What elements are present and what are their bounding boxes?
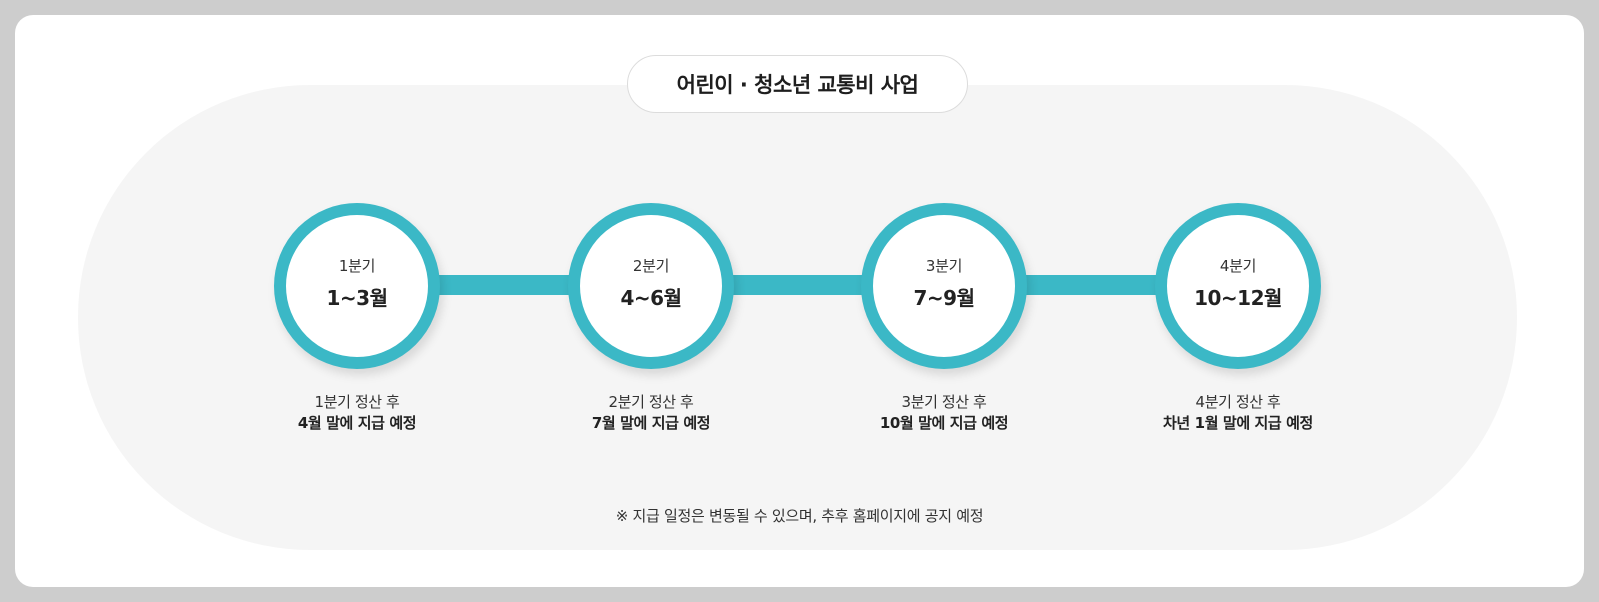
desc-line1: 2분기 정산 후 (608, 393, 694, 411)
timeline-connector (725, 275, 875, 295)
desc-line2: 4월 말에 지급 예정 (297, 414, 417, 432)
desc-line1: 1분기 정산 후 (314, 393, 400, 411)
quarter-description-3: 3분기 정산 후 10월 말에 지급 예정 (824, 392, 1064, 434)
quarter-label: 1분기 (338, 257, 376, 275)
quarter-months: 10~12월 (1194, 286, 1282, 310)
quarter-description-4: 4분기 정산 후 차년 1월 말에 지급 예정 (1118, 392, 1358, 434)
desc-line2: 7월 말에 지급 예정 (591, 414, 711, 432)
quarter-description-2: 2분기 정산 후 7월 말에 지급 예정 (531, 392, 771, 434)
quarter-label: 3분기 (925, 257, 963, 275)
quarter-description-1: 1분기 정산 후 4월 말에 지급 예정 (237, 392, 477, 434)
desc-line1: 3분기 정산 후 (901, 393, 987, 411)
quarter-circle-2: 2분기 4~6월 (568, 203, 734, 369)
quarter-circle-4: 4분기 10~12월 (1155, 203, 1321, 369)
quarter-label: 4분기 (1219, 257, 1257, 275)
desc-line2: 10월 말에 지급 예정 (879, 414, 1009, 432)
footnote: ※ 지급 일정은 변동될 수 있으며, 추후 홈페이지에 공지 예정 (615, 507, 984, 525)
diagram-title: 어린이 · 청소년 교통비 사업 (627, 55, 968, 113)
quarter-months: 4~6월 (620, 286, 683, 310)
quarter-label: 2분기 (632, 257, 670, 275)
quarter-months: 7~9월 (913, 286, 976, 310)
quarter-circle-1: 1분기 1~3월 (274, 203, 440, 369)
timeline-connector (430, 275, 580, 295)
desc-line1: 4분기 정산 후 (1195, 393, 1281, 411)
timeline-connector (1018, 275, 1168, 295)
quarter-circle-3: 3분기 7~9월 (861, 203, 1027, 369)
quarter-months: 1~3월 (326, 286, 389, 310)
desc-line2: 차년 1월 말에 지급 예정 (1163, 414, 1313, 432)
